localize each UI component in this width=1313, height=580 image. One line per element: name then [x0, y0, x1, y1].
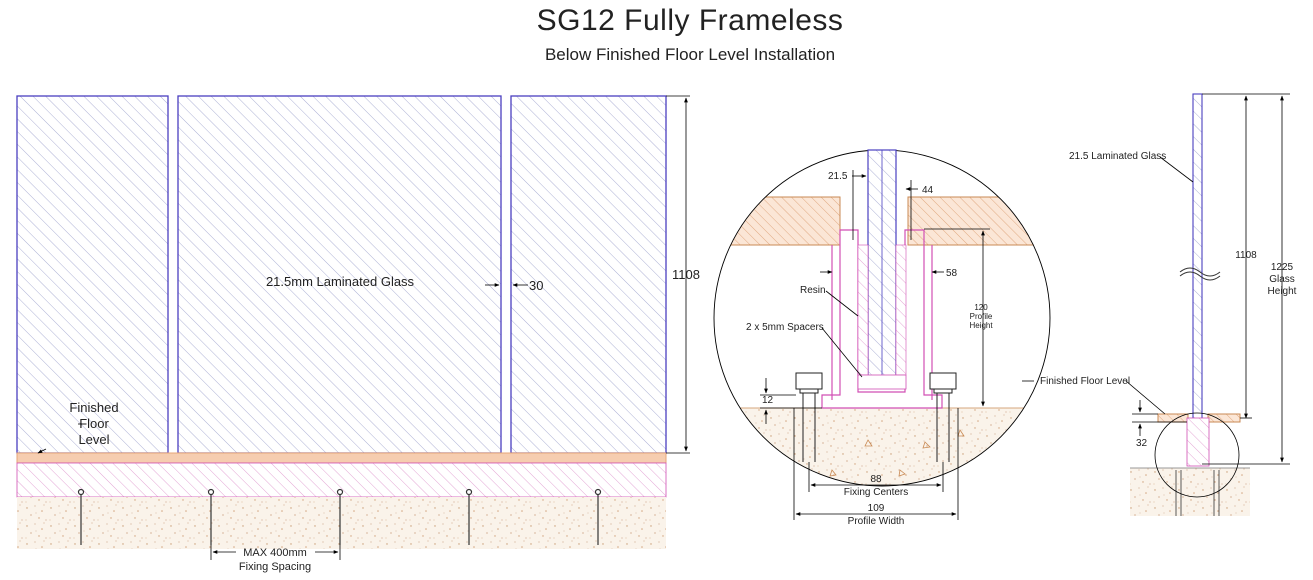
section-glass — [1192, 93, 1203, 465]
detail-slot-dim: 44 — [922, 185, 934, 196]
section-detail-circle — [1154, 412, 1240, 498]
section-depth-dim: 32 — [1136, 438, 1148, 449]
fixing-centers-label: Fixing Centers — [844, 487, 908, 498]
floor-label-line-2: Floor — [79, 416, 109, 431]
resin-label: Resin — [800, 285, 826, 296]
glass-panel-1 — [16, 95, 169, 454]
profile-height-line-2: Profile — [970, 312, 993, 321]
elevation-view: 1108 30 21.5mm Laminated Glass Finished … — [16, 95, 700, 573]
elevation-glass-label: 21.5mm Laminated Glass — [266, 274, 415, 289]
glass-height-line-1: 1225 — [1271, 262, 1294, 273]
glass-panel-3 — [510, 95, 667, 454]
floor-label-line-1: Finished — [69, 400, 118, 415]
section-concrete — [1130, 468, 1250, 516]
glass-height-line-3: Height — [1268, 286, 1297, 297]
spacing-label-line-1: MAX 400mm — [243, 547, 307, 559]
fixing-centers-dim: 88 — [870, 474, 882, 485]
page-title: SG12 Fully Frameless — [536, 4, 844, 37]
section-floor-label: Finished Floor Level — [1040, 376, 1130, 387]
spacer-label: 2 x 5mm Spacers — [746, 322, 824, 333]
section-view: 1108 1225 Glass Height 21.5 Laminated Gl… — [1022, 93, 1297, 516]
aluminium-profile — [821, 229, 943, 409]
profile-width-dim: 109 — [868, 503, 885, 514]
profile-width-label: Profile Width — [848, 516, 905, 527]
detail-profile-dim: 58 — [946, 268, 958, 279]
profile-height-line-1: 120 — [974, 303, 988, 312]
panel-gap-dim: 30 — [529, 278, 543, 293]
profile-height-line-3: Height — [969, 321, 993, 330]
glass-panel-2 — [177, 95, 502, 454]
detail-view: 21.5 44 58 Resin 2 x 5mm Spacers 120 Pro… — [713, 149, 1051, 527]
spacers — [857, 374, 907, 390]
concrete-slab — [17, 497, 666, 549]
glass-height-line-2: Glass — [1269, 274, 1295, 285]
fixing-bolts — [77, 488, 602, 545]
floor-label-line-3: Level — [78, 432, 109, 447]
detail-glass-dim: 21.5 — [828, 171, 848, 182]
page-subtitle: Below Finished Floor Level Installation — [544, 45, 836, 64]
elevation-height-dim: 1108 — [672, 267, 700, 282]
floor-finish — [16, 452, 667, 464]
spacing-label-line-2: Fixing Spacing — [239, 561, 311, 573]
section-glass-label: 21.5 Laminated Glass — [1069, 151, 1166, 162]
section-height-dim: 1108 — [1235, 250, 1257, 261]
base-dim: 12 — [762, 395, 774, 406]
detail-bolts — [795, 372, 957, 462]
